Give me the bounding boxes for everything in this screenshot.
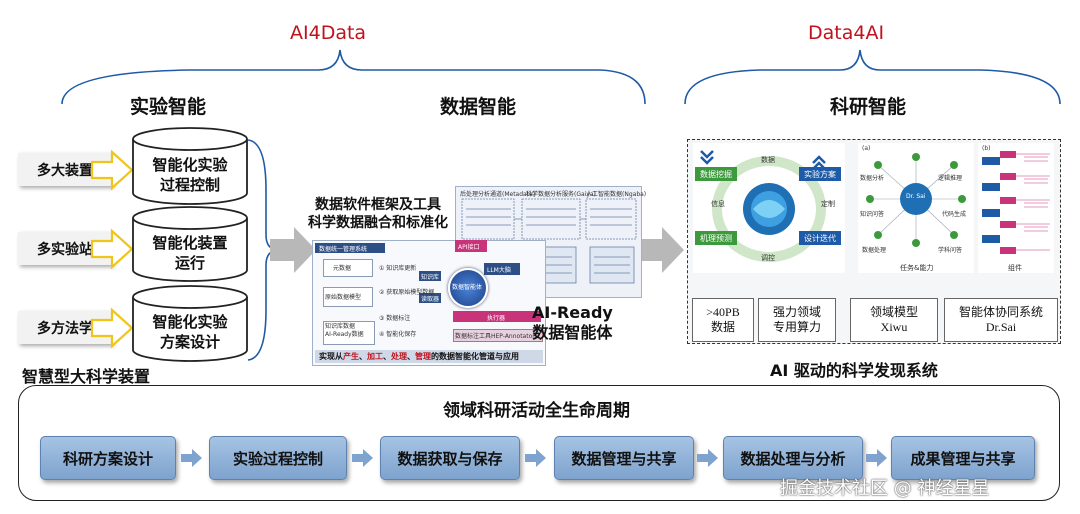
panel-label: 人工智能数据(Ngaba): [586, 191, 647, 198]
data4ai-title: Data4AI: [808, 22, 885, 44]
reader-chip: [419, 293, 441, 303]
executor-label: 执行器: [487, 315, 506, 322]
step-2: ② 获取原始模型数据: [379, 289, 435, 296]
middle-bottom-caption: 实现从产生、加工、处理、管理的数据智能化管道与应用: [319, 352, 519, 361]
gray-arrow-left-icon: [270, 227, 316, 273]
drsai-caption: 任务&能力: [900, 264, 934, 272]
agent-core-icon: [448, 268, 488, 308]
lifecycle-step-data-acquisition: 数据获取与保存: [380, 436, 520, 480]
lifecycle-step-data-processing: 数据处理与分析: [723, 436, 863, 480]
lifecycle-frame: [18, 385, 1060, 501]
drsai-item: 学科问答: [938, 247, 963, 254]
ai-ready-agent-label: AI-Ready 数据智能体: [532, 303, 613, 342]
loop-custom-label: 定制: [821, 200, 835, 208]
data-mining-chip: 数据挖掘: [695, 167, 737, 181]
middle-heading: 数据软件框架及工具 科学数据融合和标准化: [308, 197, 448, 231]
drsai-panel: (a) Dr. Sai 数据分析 逻辑推理 知识问答 代码生成 数据处理 学科问…: [858, 143, 974, 273]
loop-ring: [700, 150, 826, 262]
drsai-item: 知识问答: [860, 211, 885, 218]
kb-chip: [419, 271, 441, 281]
cylinders: [132, 127, 248, 362]
blue-arrow-icon: [866, 449, 887, 467]
llm-label: LLM大脑: [487, 267, 511, 274]
gray-arrow-right-icon: [638, 227, 684, 273]
blue-arrow-icon: [525, 449, 546, 467]
agent-figure: 数据统一管理系统 元数据 原始数据模型 知识库数据 AI-Ready数据 知识库…: [312, 240, 546, 366]
drsai-core-label: Dr. Sai: [906, 193, 926, 200]
top-braces: [61, 49, 1061, 105]
right-caption: AI 驱动的科学发现系统: [770, 361, 938, 380]
lifecycle-arrows: [181, 449, 887, 467]
cylinder-facility-operation: 智能化装置 运行: [152, 234, 228, 272]
mgmt-system-label: 数据统一管理系统: [319, 246, 368, 253]
section-research-intelligence: 科研智能: [830, 96, 907, 118]
panel-b-label: (b): [982, 145, 991, 152]
yellow-arrow-icon: [90, 149, 134, 191]
loop-data-label: 数据: [761, 156, 775, 164]
reader-label: 读取器: [421, 296, 440, 303]
lifecycle-step-process-control: 实验过程控制: [209, 436, 347, 480]
api-chip: [455, 240, 487, 252]
tool-bar: [453, 329, 543, 342]
design-iter-chip: 设计迭代: [799, 231, 841, 245]
step-1: ① 知识库更新: [379, 265, 417, 272]
watermark: 掘金技术社区 @ 神经星星: [780, 478, 990, 499]
drsai-item: 代码生成: [942, 211, 967, 218]
stat-data-volume: >40PB 数据: [692, 298, 754, 342]
stat-domain-model: 领域模型 Xiwu: [850, 298, 938, 342]
blue-arrow-icon: [697, 449, 718, 467]
caption-bar: [315, 350, 543, 363]
loop-info-label: 信息: [711, 200, 725, 208]
loop-panel: 数据挖掘 实验方案 机理预测 设计迭代 数据 信息 定制 调控: [693, 143, 845, 273]
components-tree: [982, 151, 1050, 254]
mechanism-chip: 机理预测: [695, 231, 737, 245]
ai-ready-label: 知识库数据 AI-Ready数据: [325, 323, 364, 338]
panel-label: 科学数据分析服务(Gaiya): [526, 191, 596, 198]
api-label: API接口: [458, 244, 480, 251]
llm-chip: [484, 263, 520, 275]
executor-bar: [453, 311, 541, 322]
components-caption: 组件: [1008, 264, 1022, 272]
lifecycle-title: 领域科研活动全生命周期: [443, 401, 630, 421]
panel-a-label: (a): [862, 145, 871, 152]
section-data-intelligence: 数据智能: [440, 96, 517, 118]
blue-arrow-icon: [352, 449, 373, 467]
metadata-label: 元数据: [333, 265, 352, 272]
blue-arrow-icon: [181, 449, 202, 467]
lifecycle-step-data-management: 数据管理与共享: [554, 436, 694, 480]
step-3: ③ 数据标注: [379, 315, 411, 322]
exp-plan-chip: 实验方案: [799, 167, 841, 181]
components-panel: (b) 组件: [978, 143, 1054, 273]
mgmt-system-bar: [315, 243, 385, 253]
drsai-item: 数据分析: [860, 175, 885, 182]
drsai-diagram: [866, 153, 966, 247]
stat-compute: 强力领域 专用算力: [758, 298, 836, 342]
step-4: ④ 智能化保存: [379, 331, 417, 338]
loop-feedback-label: 调控: [761, 254, 775, 262]
tool-label: 数据标注工具HEP-Annotator: [455, 333, 535, 340]
drsai-item: 逻辑推理: [938, 175, 963, 182]
lifecycle-step-plan-design: 科研方案设计: [40, 436, 176, 480]
raw-model-label: 原始数据模型: [325, 294, 362, 301]
raw-model-chip: [323, 287, 373, 307]
agent-core-label: 数据智能体: [452, 284, 483, 291]
panel-label: 后处理分析通道(Metadata): [460, 191, 536, 198]
kb-label: 知识库: [421, 274, 440, 281]
cylinder-plan-design: 智能化实验 方案设计: [152, 313, 228, 351]
yellow-arrows: [90, 149, 134, 349]
lifecycle-step-results: 成果管理与共享: [891, 436, 1035, 480]
yellow-arrow-icon: [90, 307, 134, 349]
yellow-arrow-icon: [90, 228, 134, 270]
source-box-stations: 多实验站: [18, 232, 112, 265]
ai4data-title: AI4Data: [290, 22, 367, 44]
left-caption: 智慧型大科学装置: [22, 367, 151, 386]
drsai-item: 数据处理: [862, 247, 887, 254]
ai-ready-chip: [323, 321, 375, 345]
cylinder-process-control: 智能化实验 过程控制: [152, 156, 228, 194]
metadata-chip: [323, 259, 373, 277]
stat-agent-system: 智能体协同系统 Dr.Sai: [944, 298, 1058, 342]
section-experiment-intelligence: 实验智能: [130, 96, 207, 118]
